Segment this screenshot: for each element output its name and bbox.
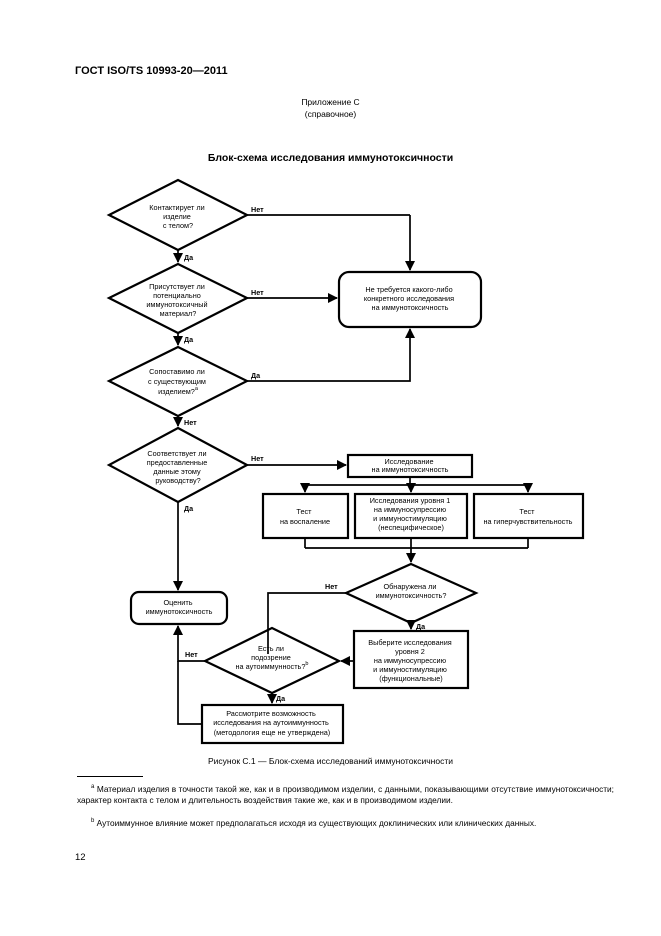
label-d2-no: Нет: [251, 288, 264, 297]
label-d6-yes: Да: [276, 694, 286, 703]
label-d3-no: Нет: [184, 418, 197, 427]
annex-note: (справочное): [304, 109, 357, 119]
decision-comparable-device-text: Сопоставимо ли с существующим изделием?a: [148, 367, 208, 396]
box-level2-studies: [352, 629, 470, 690]
label-d4-no: Нет: [251, 454, 264, 463]
box-hypersensitivity-test: [472, 492, 585, 540]
box-no-study-text: Не требуется какого-либо конкретного исс…: [364, 285, 456, 312]
box-inflammation-test-text: Тест на воспаление: [280, 507, 330, 526]
footnote-a: a Материал изделия в точности такой же, …: [77, 784, 614, 805]
box-immunotoxicity-study-text: Исследование на иммунотоксичность: [372, 457, 449, 474]
footnote-a-mark: a: [91, 784, 95, 791]
box-evaluate-immunotoxicity-text: Оценить иммунотоксичность: [146, 598, 213, 616]
decision-immunotoxic-material-text: Присутствует ли потенциально иммунотокси…: [146, 282, 209, 318]
box-level1-studies: [353, 492, 469, 540]
box-no-study: [337, 270, 483, 329]
label-d2-yes: Да: [184, 335, 194, 344]
label-d1-yes: Да: [184, 253, 194, 262]
document-header: ГОСТ ISO/TS 10993-20—2011: [75, 65, 228, 77]
page-number: 12: [75, 852, 86, 863]
arrow-d5-no: [267, 592, 346, 654]
box-inflammation-test: [261, 492, 350, 540]
chart-title: Блок-схема исследования иммунотоксичност…: [207, 152, 454, 164]
label-d1-no: Нет: [251, 205, 264, 214]
footnote-a-text: Материал изделия в точности такой же, ка…: [77, 784, 614, 805]
figure-caption: Рисунок С.1 — Блок-схема исследований им…: [208, 756, 453, 766]
decision-immunotoxicity-found-text: Обнаружена ли иммунотоксичность?: [376, 582, 447, 600]
box-consider-autoimmunity-text: Рассмотрите возможность исследования на …: [213, 709, 331, 737]
box-hypersensitivity-test-text: Тест на гиперчувствительность: [484, 507, 573, 526]
arrow-d3-yes: [247, 327, 416, 382]
footnote-b-mark: b: [91, 818, 95, 825]
label-d5-yes: Да: [416, 622, 426, 631]
box-level1-studies-text: Исследования уровня 1 на иммуносупрессию…: [370, 496, 453, 532]
annex-title: Приложение С: [301, 97, 360, 107]
label-d3-yes: Да: [251, 371, 261, 380]
annex-heading: Приложение С (справочное): [0, 96, 661, 120]
decision-body-contact-text: Контактирует ли изделие с телом?: [149, 203, 206, 230]
arrow-consider-back: [177, 661, 202, 725]
footnote-b: b Аутоиммунное влияние может предполагат…: [77, 818, 614, 829]
label-d5-no: Нет: [325, 582, 338, 591]
footnote-divider: [77, 776, 143, 777]
label-d4-yes: Да: [184, 504, 194, 513]
box-evaluate-immunotoxicity: [129, 590, 229, 626]
label-d6-no: Нет: [185, 650, 198, 659]
decision-data-compliance-text: Соответствует ли предоставленные данные …: [147, 449, 210, 485]
decision-autoimmunity-text: Есть ли подозрение на аутоиммунность?b: [236, 644, 309, 671]
footnote-b-text: Аутоиммунное влияние может предполагатьс…: [96, 818, 537, 828]
box-level2-studies-text: Выберите исследования уровня 2 на иммуно…: [368, 638, 454, 683]
